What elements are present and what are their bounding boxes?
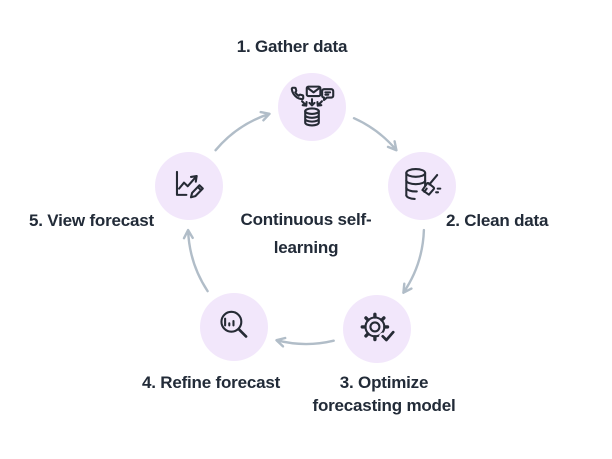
step-label-clean-data: 2. Clean data <box>446 211 549 230</box>
line-chart-pencil-icon <box>175 170 204 199</box>
gear-checkmark-icon <box>360 312 397 344</box>
cycle-arrow-4 <box>182 228 209 293</box>
step-label-optimize-model: 3. Optimize forecasting model <box>312 373 456 415</box>
data-sources-database-icon <box>290 85 335 127</box>
magnifier-bar-chart-icon <box>220 310 248 338</box>
step-label-view-forecast: 5. View forecast <box>29 211 154 230</box>
database-broom-icon <box>405 168 442 201</box>
step-circle-view-forecast <box>155 152 223 220</box>
step-circle-gather-data <box>278 73 346 141</box>
step-label-refine-forecast: 4. Refine forecast <box>141 373 281 392</box>
cycle-arrow-1 <box>352 117 398 152</box>
step-circle-refine-forecast <box>200 293 268 361</box>
step-circle-optimize-model <box>343 295 411 363</box>
cycle-arrow-3 <box>275 336 335 348</box>
step-label-gather-data: 1. Gather data <box>236 37 348 56</box>
cycle-arrow-5 <box>214 110 271 152</box>
step-circle-clean-data <box>388 152 456 220</box>
center-label: Continuous self-learning <box>240 210 372 257</box>
cycle-arrow-2 <box>402 228 426 294</box>
